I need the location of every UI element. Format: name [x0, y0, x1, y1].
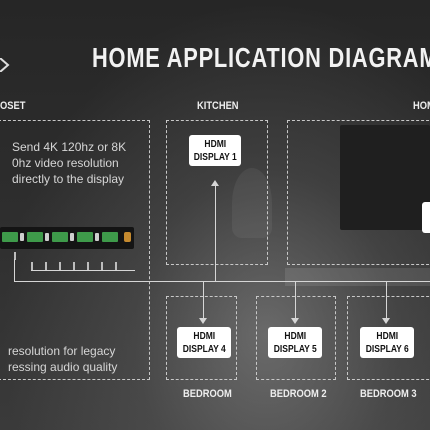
wire-to-display-1	[215, 186, 216, 281]
output-pin	[14, 252, 16, 260]
description-bottom: resolution for legacy ressing audio qual…	[8, 343, 117, 375]
display-4-line-1: HDMI	[193, 330, 215, 342]
port-separator	[95, 233, 99, 241]
hdmi-display-partial	[422, 202, 430, 233]
arrow-to-display-4	[199, 318, 207, 324]
background-tv	[340, 125, 430, 230]
arrow-to-display-6	[382, 318, 390, 324]
zone-box-bedroom-3	[347, 296, 430, 380]
output-pin	[73, 262, 75, 270]
description-top: Send 4K 120hz or 8K 0hz video resolution…	[12, 139, 126, 187]
hdmi-matrix-device	[0, 227, 134, 249]
zone-box-bedroom	[166, 296, 237, 380]
diagram-title: HOME APPLICATION DIAGRAM	[92, 42, 430, 73]
display-6-line-2: DISPLAY 6	[365, 343, 409, 355]
display-5-line-2: DISPLAY 5	[273, 343, 317, 355]
wire-to-display-4	[203, 281, 204, 319]
output-pin	[31, 262, 33, 270]
display-5-line-1: HDMI	[284, 330, 306, 342]
display-4-line-2: DISPLAY 4	[182, 343, 226, 355]
zone-label-closet: OSET	[0, 100, 26, 112]
description-bottom-line-2: ressing audio quality	[8, 360, 118, 374]
connector-wire	[14, 259, 15, 281]
port-separator	[45, 233, 49, 241]
port-block-5	[102, 232, 118, 242]
background-shelf	[285, 268, 430, 286]
port-separator	[20, 233, 24, 241]
background-plant	[232, 168, 272, 238]
main-distribution-line	[14, 281, 430, 282]
display-6-line-1: HDMI	[376, 330, 398, 342]
output-pin	[115, 262, 117, 270]
zone-label-bedroom-3: BEDROOM 3	[360, 388, 417, 400]
display-1-line-1: HDMI	[204, 138, 226, 150]
output-pin	[87, 262, 89, 270]
port-block-2	[27, 232, 43, 242]
port-block-4	[77, 232, 93, 242]
power-led	[124, 232, 131, 242]
zone-label-bedroom: BEDROOM	[183, 388, 232, 400]
output-pin	[45, 262, 47, 270]
connector-wire	[31, 270, 135, 271]
output-pin	[101, 262, 103, 270]
description-top-line-3: directly to the display	[12, 172, 125, 186]
output-pin	[59, 262, 61, 270]
zone-label-bedroom-2: BEDROOM 2	[270, 388, 327, 400]
zone-label-home: HOM	[413, 100, 430, 112]
port-separator	[70, 233, 74, 241]
zone-box-bedroom-2	[256, 296, 336, 380]
display-1-line-2: DISPLAY 1	[193, 151, 237, 163]
zone-box-kitchen	[166, 120, 268, 265]
wire-to-display-6	[386, 281, 387, 319]
wire-to-display-5	[295, 281, 296, 319]
zone-label-kitchen: KITCHEN	[197, 100, 239, 112]
description-top-line-1: Send 4K 120hz or 8K	[12, 140, 127, 154]
description-bottom-line-1: resolution for legacy	[8, 344, 116, 358]
arrow-to-display-1	[211, 180, 219, 186]
port-block-3	[52, 232, 68, 242]
description-top-line-2: 0hz video resolution	[12, 156, 119, 170]
zone-box-home	[287, 120, 430, 265]
port-block-1	[2, 232, 18, 242]
brand-logo-fragment	[0, 58, 10, 72]
arrow-to-display-5	[291, 318, 299, 324]
zone-box-closet	[0, 120, 150, 380]
